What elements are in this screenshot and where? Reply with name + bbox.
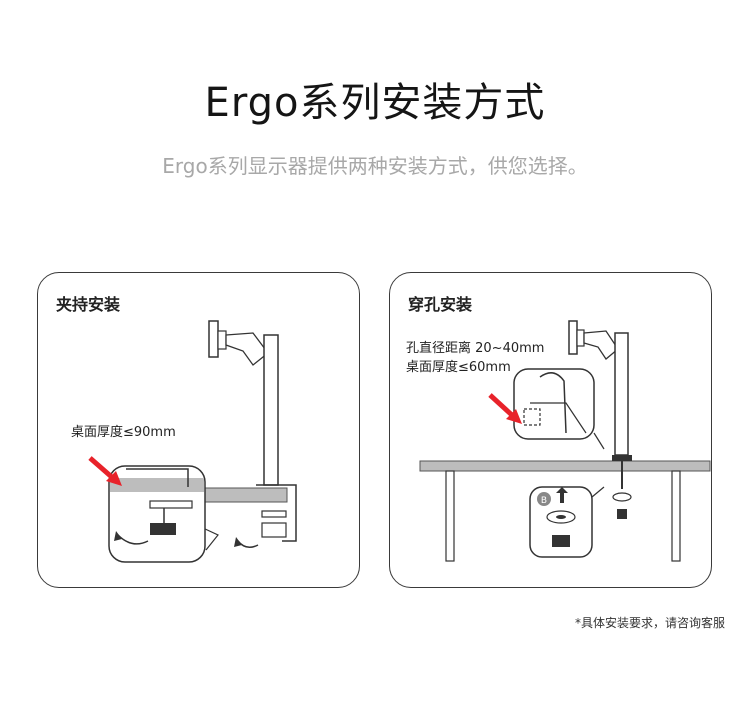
grommet-install-card: 穿孔安装 孔直径距离 20~40mm 桌面厚度≤60mm B (389, 272, 712, 588)
red-arrow-icon (488, 393, 516, 419)
grommet-card-title: 穿孔安装 (408, 295, 473, 314)
monitor-plate-icon (208, 320, 219, 358)
clamp-card-title: 夹持安装 (56, 295, 121, 314)
desk-top-icon (419, 460, 711, 472)
mount-pole-icon (614, 332, 629, 456)
mount-pole-icon (263, 334, 279, 486)
page-subtitle: Ergo系列显示器提供两种安装方式，供您选择。 (162, 154, 588, 178)
desk-leg-icon (445, 470, 455, 562)
step-badge-label: B (541, 496, 547, 506)
hole-detail-zoom (513, 368, 595, 440)
install-footnote: *具体安装要求，请咨询客服 (574, 616, 725, 630)
monitor-arm-icon (583, 330, 619, 360)
clamp-install-card: 夹持安装 桌面厚度≤90mm (37, 272, 360, 588)
red-arrow-icon (88, 456, 116, 481)
clamp-desk-thickness-note: 桌面厚度≤90mm (71, 425, 176, 440)
up-arrow-icon (556, 487, 568, 493)
monitor-plate-icon (568, 320, 578, 355)
page-title: Ergo系列安装方式 (204, 80, 546, 126)
hole-diameter-note: 孔直径距离 20~40mm (406, 341, 545, 356)
grommet-install-illustration: B (419, 320, 711, 562)
clamp-install-illustration (88, 320, 297, 563)
step-badge (537, 492, 551, 506)
desk-leg-icon (671, 470, 681, 562)
grommet-desk-thickness-note: 桌面厚度≤60mm (406, 360, 511, 375)
monitor-arm-icon (225, 332, 269, 366)
